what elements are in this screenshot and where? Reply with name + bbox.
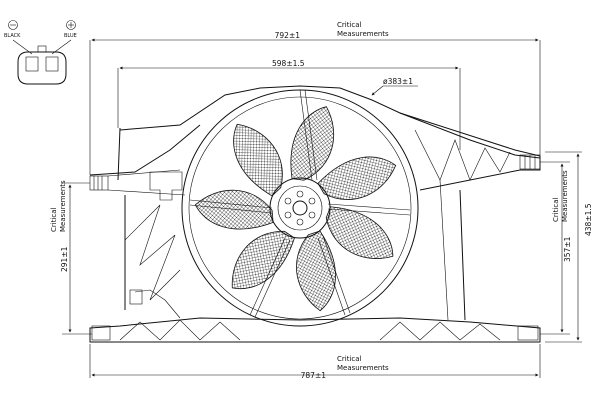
fan-blade bbox=[233, 123, 283, 197]
motor-plug-housing bbox=[149, 171, 183, 201]
dim-right-outer-value: 438±1.5 bbox=[584, 203, 593, 236]
fan-shroud bbox=[89, 85, 541, 343]
hub-shaft bbox=[292, 200, 308, 216]
dim-fan-diameter-value: ø383±1 bbox=[383, 77, 413, 86]
bottom-rail bbox=[89, 317, 541, 343]
fan-hub bbox=[269, 177, 331, 239]
left-lower-mount bbox=[91, 325, 111, 341]
dim-right-inner: 357±1 Critical Measurements bbox=[540, 161, 572, 335]
black-wire-label: BLACK bbox=[4, 33, 21, 39]
connector-pin-blue bbox=[45, 56, 59, 72]
dim-right-outer: 438±1.5 bbox=[545, 151, 593, 343]
dim-top-overall-value: 792±1 bbox=[275, 31, 301, 40]
dim-fan-diameter: ø383±1 bbox=[371, 77, 418, 96]
dim-bottom-critical-line2: Measurements bbox=[337, 364, 389, 372]
dim-right-inner-value: 357±1 bbox=[563, 236, 572, 262]
connector-diagram: BLACK BLUE bbox=[4, 20, 77, 85]
dim-right-critical-line1: Critical bbox=[552, 197, 560, 222]
dim-top-overall: 792±1 Critical Measurements bbox=[89, 21, 541, 175]
support-spokes bbox=[189, 89, 411, 318]
fan-blade bbox=[296, 230, 336, 312]
dim-left-height: 291±1 Critical Measurements bbox=[50, 180, 92, 335]
plus-terminal-icon bbox=[66, 20, 76, 30]
fan-blade bbox=[325, 206, 394, 259]
fan-blade bbox=[290, 106, 335, 181]
connector-pin-black bbox=[25, 56, 39, 72]
dim-left-height-value: 291±1 bbox=[60, 246, 69, 272]
right-lower-mount bbox=[517, 325, 539, 341]
dim-left-critical-line2: Measurements bbox=[59, 180, 67, 232]
minus-terminal-icon bbox=[8, 20, 18, 30]
fan-blade bbox=[194, 189, 274, 230]
dim-bottom-overall-value: 787±1 bbox=[301, 371, 327, 380]
dim-bottom-overall: 787±1 Critical Measurements bbox=[89, 344, 541, 380]
dim-right-critical-line2: Measurements bbox=[561, 170, 569, 222]
fan-blade bbox=[317, 156, 397, 200]
left-upper-mount bbox=[89, 175, 109, 191]
dim-top-inner-value: 598±1.5 bbox=[272, 59, 305, 68]
dim-top-critical-line1: Critical bbox=[337, 21, 362, 29]
blue-wire-label: BLUE bbox=[64, 33, 77, 39]
fan-blade bbox=[231, 230, 295, 290]
dim-top-inner: 598±1.5 bbox=[117, 59, 461, 150]
dim-top-critical-line2: Measurements bbox=[337, 30, 389, 38]
connector-body bbox=[17, 51, 67, 85]
dim-left-critical-line1: Critical bbox=[50, 207, 58, 232]
dim-bottom-critical-line1: Critical bbox=[337, 355, 362, 363]
